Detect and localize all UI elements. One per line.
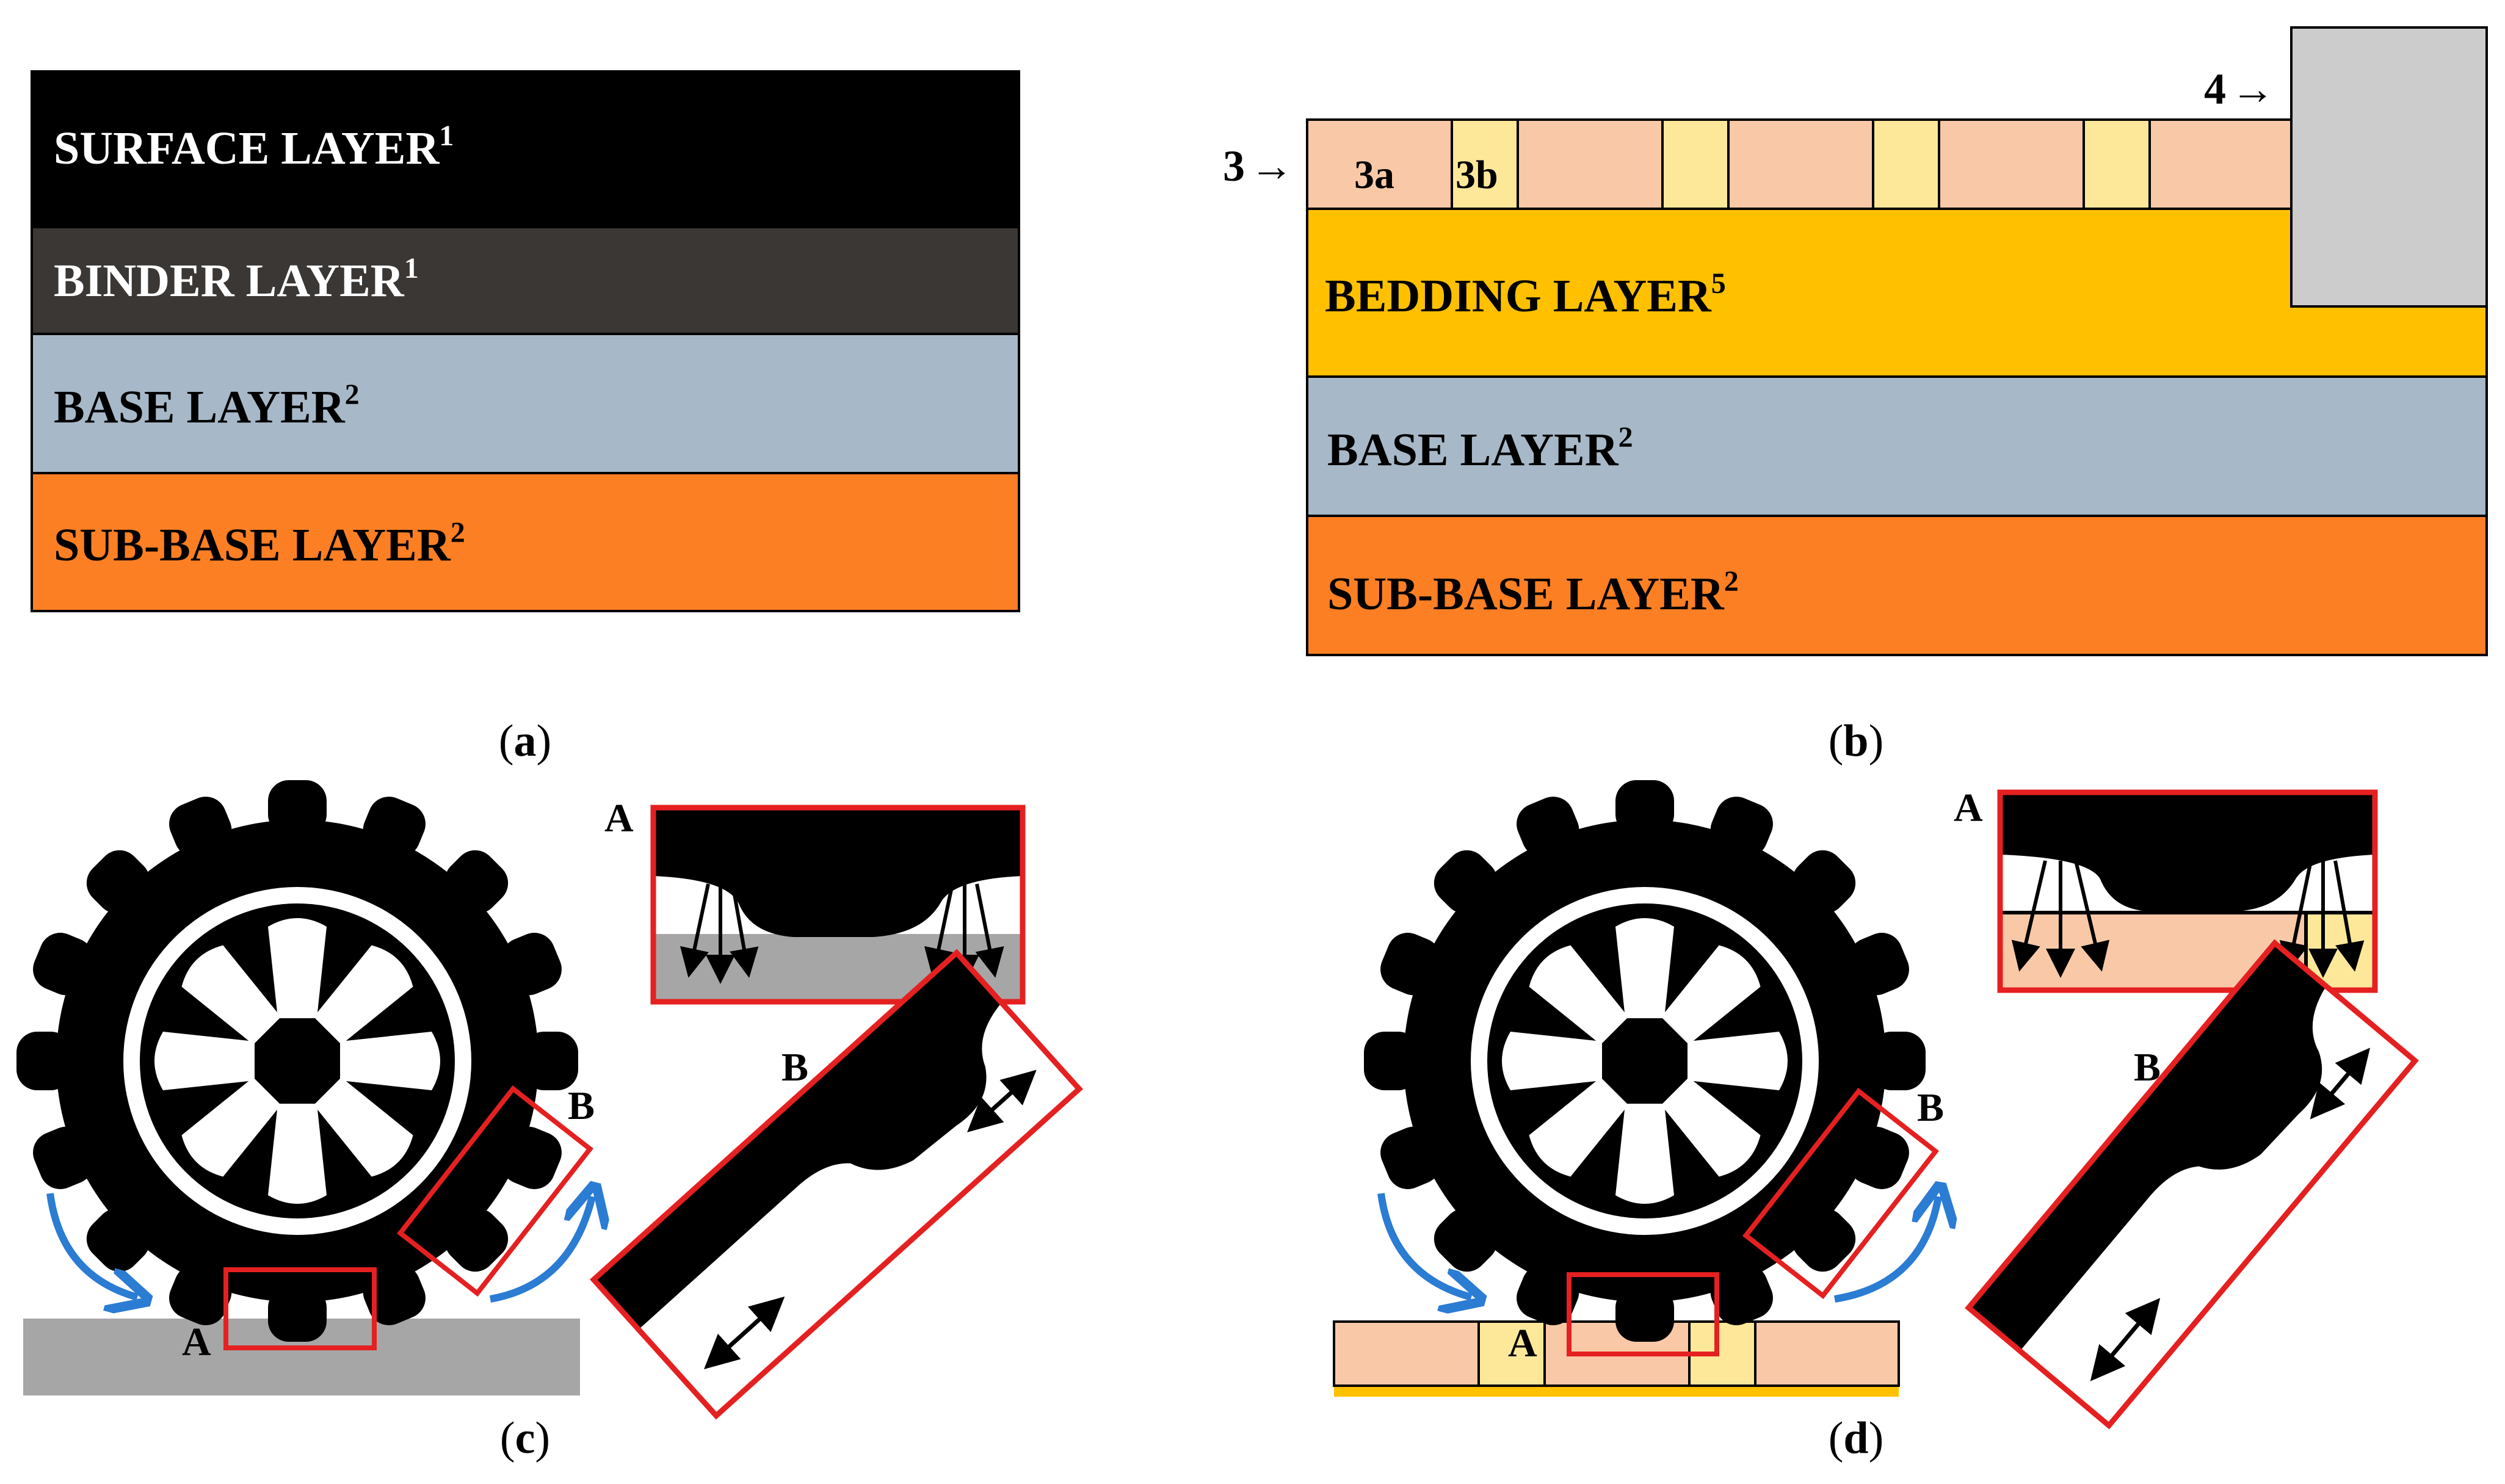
bedding-strip [1334,1386,1899,1397]
tire-icon [16,780,578,1342]
label-B: B [1917,1085,1944,1130]
zoom-A-label: A [604,796,634,841]
zoom-B: B [1965,939,2419,1430]
zoom-B-label: B [2134,1045,2161,1090]
caption-b: (b) [1829,716,1883,766]
zoom-A: A [1954,786,2378,993]
bedding-layer-label: BEDDING LAYER5 [1325,267,1726,322]
region-B-box [1742,1087,1940,1300]
rotation-arrow-right [489,1196,592,1303]
base-layer-label: BASE LAYER2 [1327,421,1633,476]
joint-3b [1451,118,1519,210]
region-A-box [223,1267,377,1350]
paver [1333,1320,1480,1387]
tire-icon [1364,780,1926,1342]
rotation-arrow-left [1377,1193,1471,1297]
joint [1872,118,1940,210]
rotation-arrow-right [1834,1196,1938,1303]
joint [1477,1320,1546,1387]
sub-base-layer-label: SUB-BASE LAYER2 [54,516,465,571]
panel-a: SURFACE LAYER1 BINDER LAYER1 BASE LAYER2… [31,70,1020,766]
sub-base-layer [31,472,1020,612]
label-4: 4→ [2204,65,2275,114]
caption-c: (c) [500,1413,550,1463]
surface-layer-label: SURFACE LAYER1 [54,120,454,174]
panel-c: A B A [16,780,1083,1463]
caption-a: (a) [499,716,551,766]
surface-layer [31,70,1020,228]
base-layer-label: BASE LAYER2 [54,378,360,433]
base-layer [1306,375,2488,517]
rotation-arrow-left [46,1193,137,1297]
zoom-A-label: A [1954,786,1983,830]
label-B: B [568,1084,595,1128]
zoom-B-label: B [781,1045,808,1090]
label-3: 3→ [1223,142,1294,190]
label-3a: 3a [1354,153,1394,197]
joint [2083,118,2151,210]
sub-base-layer [1306,515,2488,656]
paver [2148,118,2293,210]
label-3b: 3b [1456,153,1498,197]
zoom-B: B [590,949,1083,1420]
sub-base-layer-label: SUB-BASE LAYER2 [1327,565,1739,620]
paver [1754,1320,1900,1387]
panel-d: A B A [1333,780,2419,1463]
binder-layer-label: BINDER LAYER1 [54,252,419,306]
panel-b: BEDDING LAYER5 BASE LAYER2 SUB-BASE LAYE… [1223,26,2488,766]
label-A: A [1508,1321,1537,1366]
joint [1661,118,1730,210]
label-A: A [182,1320,211,1364]
paver [1727,118,1874,210]
base-layer [31,333,1020,474]
region-A-box [1567,1272,1719,1356]
paver [1517,118,1664,210]
caption-d: (d) [1829,1413,1883,1463]
binder-layer [31,226,1020,335]
paver [1938,118,2085,210]
curb [2290,26,2488,308]
region-B-box [396,1085,594,1297]
